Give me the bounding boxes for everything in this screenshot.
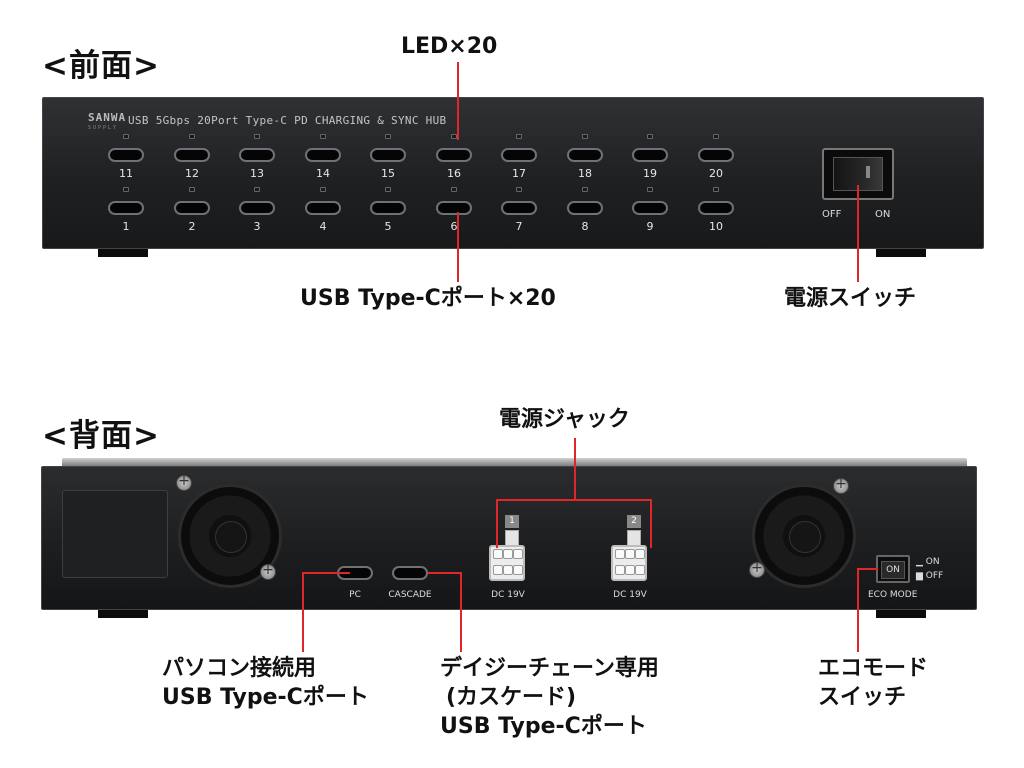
port-number-18: 18: [578, 167, 592, 180]
hub-back-foot-right: [876, 610, 926, 618]
usb-c-port-7[interactable]: [501, 201, 537, 215]
cascade-port[interactable]: [392, 566, 428, 580]
port-number-6: 6: [450, 220, 458, 233]
pc-port[interactable]: [337, 566, 373, 580]
port-number-16: 16: [447, 167, 461, 180]
callout-pc-port: パソコン接続用 USB Type-Cポート: [162, 656, 369, 710]
jack-2-label: DC 19V: [613, 590, 647, 600]
callout-led: LED×20: [401, 34, 498, 59]
callout-power-jack: 電源ジャック: [499, 407, 630, 432]
port-number-1: 1: [122, 220, 130, 233]
usb-c-port-10[interactable]: [698, 201, 734, 215]
callout-usb-ports: USB Type-Cポート×20: [300, 286, 556, 311]
usb-c-port-6[interactable]: [436, 201, 472, 215]
usb-c-port-13[interactable]: [239, 148, 275, 162]
callout-cascade-port: デイジーチェーン専用 (カスケード) USB Type-Cポート: [440, 656, 659, 739]
callout-eco-switch: エコモード スイッチ: [818, 656, 929, 710]
port-led-8: [582, 187, 588, 192]
port-number-4: 4: [319, 220, 327, 233]
callout-power-switch: 電源スイッチ: [784, 286, 917, 311]
port-led-14: [320, 134, 326, 139]
usb-c-port-11[interactable]: [108, 148, 144, 162]
port-number-3: 3: [253, 220, 261, 233]
usb-c-port-12[interactable]: [174, 148, 210, 162]
port-led-3: [254, 187, 260, 192]
hub-front-foot-left: [98, 249, 148, 257]
port-led-7: [516, 187, 522, 192]
hub-back-foot-left: [98, 610, 148, 618]
hub-model-title: USB 5Gbps 20Port Type-C PD CHARGING & SY…: [128, 114, 447, 127]
back-section-title: <背面>: [42, 418, 160, 454]
usb-c-port-8[interactable]: [567, 201, 603, 215]
eco-on-label: ▁ ON: [916, 557, 940, 567]
port-number-20: 20: [709, 167, 723, 180]
jack-1-number: 1: [505, 515, 519, 528]
port-number-14: 14: [316, 167, 330, 180]
port-led-18: [582, 134, 588, 139]
port-number-19: 19: [643, 167, 657, 180]
blank-cover-plate: [62, 490, 168, 578]
cascade-port-label: CASCADE: [388, 590, 432, 600]
port-led-19: [647, 134, 653, 139]
port-led-20: [713, 134, 719, 139]
usb-c-port-9[interactable]: [632, 201, 668, 215]
power-switch-rocker[interactable]: [833, 157, 883, 191]
jack-1-label: DC 19V: [491, 590, 525, 600]
usb-c-port-18[interactable]: [567, 148, 603, 162]
port-number-8: 8: [581, 220, 589, 233]
pc-port-label: PC: [349, 590, 361, 600]
usb-c-port-16[interactable]: [436, 148, 472, 162]
usb-c-port-20[interactable]: [698, 148, 734, 162]
port-number-10: 10: [709, 220, 723, 233]
power-switch-off-label: OFF: [822, 209, 842, 220]
port-led-9: [647, 187, 653, 192]
screw-icon: [749, 560, 765, 578]
usb-c-port-19[interactable]: [632, 148, 668, 162]
port-number-7: 7: [515, 220, 523, 233]
power-jack-2[interactable]: [611, 545, 647, 581]
port-led-6: [451, 187, 457, 192]
jack-2-number: 2: [627, 515, 641, 528]
port-led-15: [385, 134, 391, 139]
port-number-13: 13: [250, 167, 264, 180]
port-led-11: [123, 134, 129, 139]
port-led-13: [254, 134, 260, 139]
port-number-15: 15: [381, 167, 395, 180]
fan-right-icon: [752, 484, 856, 588]
screw-icon: [176, 473, 192, 491]
port-number-5: 5: [384, 220, 392, 233]
port-number-12: 12: [185, 167, 199, 180]
port-number-17: 17: [512, 167, 526, 180]
port-led-1: [123, 187, 129, 192]
eco-mode-label: ECO MODE: [868, 590, 918, 600]
power-switch-indicator: [866, 166, 870, 178]
usb-c-port-5[interactable]: [370, 201, 406, 215]
port-led-2: [189, 187, 195, 192]
eco-mode-switch[interactable]: ON: [881, 561, 905, 579]
port-led-16: [451, 134, 457, 139]
port-number-11: 11: [119, 167, 133, 180]
usb-c-port-15[interactable]: [370, 148, 406, 162]
usb-c-port-2[interactable]: [174, 201, 210, 215]
usb-c-port-14[interactable]: [305, 148, 341, 162]
power-jack-1[interactable]: [489, 545, 525, 581]
usb-c-port-1[interactable]: [108, 201, 144, 215]
port-led-5: [385, 187, 391, 192]
hub-brand-logo: SANWA SUPPLY: [88, 111, 127, 131]
front-section-title: <前面>: [42, 48, 160, 84]
power-switch-on-label: ON: [875, 209, 891, 220]
port-led-10: [713, 187, 719, 192]
screw-icon: [260, 562, 276, 580]
usb-c-port-3[interactable]: [239, 201, 275, 215]
hub-front-foot-right: [876, 249, 926, 257]
port-number-2: 2: [188, 220, 196, 233]
port-led-4: [320, 187, 326, 192]
usb-c-port-4[interactable]: [305, 201, 341, 215]
port-led-12: [189, 134, 195, 139]
eco-off-label: ▆ OFF: [916, 571, 944, 581]
port-led-17: [516, 134, 522, 139]
usb-c-port-17[interactable]: [501, 148, 537, 162]
port-number-9: 9: [646, 220, 654, 233]
screw-icon: [833, 476, 849, 494]
